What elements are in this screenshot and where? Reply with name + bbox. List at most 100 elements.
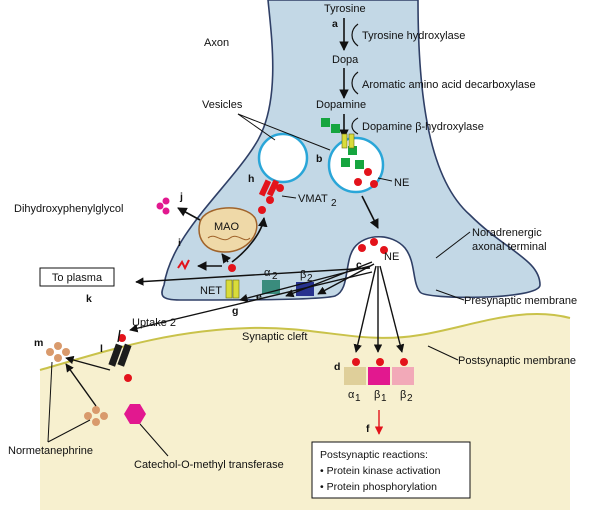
alpha1-post-subscript: 1 bbox=[355, 393, 361, 404]
mao-product-squiggle bbox=[177, 259, 190, 271]
normetanephrine-pointer-1 bbox=[47, 361, 53, 443]
vmat2-transporter bbox=[266, 179, 280, 197]
normetanephrine-pointer-2 bbox=[47, 419, 91, 443]
ne-dot bbox=[118, 334, 126, 342]
ne-dot bbox=[370, 180, 378, 188]
dhpg-dot bbox=[156, 202, 164, 210]
ne-dot bbox=[266, 196, 274, 204]
letter-i: i bbox=[178, 237, 181, 249]
mao-cristae bbox=[207, 235, 251, 241]
vmat-transporter-right bbox=[348, 133, 355, 149]
letter-k: k bbox=[86, 293, 92, 305]
ne-dot bbox=[258, 206, 266, 214]
curve-aadc bbox=[351, 71, 359, 95]
arrow-ne-to-beta2-post bbox=[379, 265, 405, 353]
ne-dot bbox=[354, 178, 362, 186]
arrow-to-normetanephrine-top bbox=[65, 363, 97, 407]
letter-f: f bbox=[366, 423, 370, 435]
vmat2-pointer bbox=[281, 195, 297, 199]
net-transporter bbox=[225, 279, 233, 299]
postsynaptic-reactions-title: Postsynaptic reactions: bbox=[320, 449, 428, 461]
terminal-label-line2: axonal terminal bbox=[472, 241, 547, 253]
beta2-postsynaptic-receptor bbox=[392, 367, 414, 385]
letter-b: b bbox=[316, 153, 322, 165]
alpha2-label: α bbox=[264, 267, 271, 279]
letter-j: j bbox=[179, 191, 183, 203]
uptake2-transporter bbox=[108, 343, 123, 367]
ne-dot bbox=[352, 358, 360, 366]
letter-a: a bbox=[332, 18, 338, 30]
ne-vesicle-pointer bbox=[377, 177, 393, 182]
postsynaptic-reactions-item-1: • Protein kinase activation bbox=[320, 465, 441, 477]
terminal-label-pointer bbox=[435, 231, 471, 259]
dopamine-square bbox=[321, 118, 330, 127]
arrow-uptake2-out bbox=[65, 355, 111, 371]
vmat2-subscript: 2 bbox=[331, 198, 337, 209]
dopamine-square bbox=[341, 158, 350, 167]
arrow-ne-to-mao bbox=[221, 253, 232, 264]
dopamine-square bbox=[331, 124, 340, 133]
net-transporter bbox=[232, 279, 240, 299]
alpha1-post-label: α bbox=[348, 389, 355, 401]
postsynaptic-membrane-line bbox=[39, 312, 571, 371]
presynaptic-membrane-pointer bbox=[435, 289, 465, 301]
vesicles-pointer-right bbox=[237, 113, 331, 151]
ne-dot bbox=[358, 244, 366, 252]
beta1-postsynaptic-receptor bbox=[368, 367, 390, 385]
arrow-ne-to-alpha2 bbox=[285, 261, 373, 298]
letter-d: d bbox=[334, 361, 340, 373]
ne-dot bbox=[400, 358, 408, 366]
arrow-uptake2-in bbox=[117, 329, 121, 343]
dhpg-dot bbox=[162, 207, 170, 215]
vmat2-transporter bbox=[258, 179, 272, 197]
curve-dbh bbox=[351, 117, 359, 135]
terminal-label-line1: Noradrenergic bbox=[472, 227, 542, 239]
comt-pointer bbox=[139, 423, 169, 457]
postsynaptic-membrane-pointer bbox=[427, 345, 459, 361]
arrow-ne-to-uptake2 bbox=[129, 271, 373, 333]
dhpg-label: Dihydroxyphenylglycol bbox=[14, 203, 123, 215]
alpha2-subscript: 2 bbox=[272, 271, 278, 282]
ne-dot bbox=[380, 246, 388, 254]
arrow-ne-to-plasma bbox=[135, 267, 371, 286]
ne-dot bbox=[276, 184, 284, 192]
curve-tyrosine-hydroxylase bbox=[351, 23, 359, 47]
normetanephrine-label: Normetanephrine bbox=[8, 445, 93, 457]
normetanephrine-dot bbox=[100, 412, 108, 420]
arrow-ne-to-vesicle bbox=[231, 217, 268, 263]
ne-dot bbox=[364, 168, 372, 176]
to-plasma-box bbox=[39, 267, 115, 287]
normetanephrine-dot bbox=[62, 348, 70, 356]
dhpg-dot bbox=[162, 197, 170, 205]
beta2-pre-label: β bbox=[300, 269, 306, 281]
letter-l: l bbox=[100, 343, 103, 355]
ne-dot bbox=[370, 238, 378, 246]
ne-dot bbox=[376, 358, 384, 366]
beta1-post-subscript: 1 bbox=[381, 393, 387, 404]
axon-label: Axon bbox=[204, 37, 229, 49]
letter-e: e bbox=[256, 291, 262, 303]
tyrosine-label: Tyrosine bbox=[324, 3, 366, 15]
vesicles-pointer-left bbox=[237, 113, 276, 141]
dopa-label: Dopa bbox=[332, 54, 359, 66]
aadc-label: Aromatic amino acid decarboxylase bbox=[362, 79, 536, 91]
ne-dot bbox=[228, 264, 236, 272]
vmat-transporter-right bbox=[341, 133, 348, 149]
normetanephrine-dot bbox=[92, 406, 100, 414]
vmat2-label: VMAT bbox=[298, 193, 328, 205]
dopamine-label: Dopamine bbox=[316, 99, 366, 111]
ne-dot bbox=[124, 374, 132, 382]
dopamine-square bbox=[348, 146, 357, 155]
letter-m: m bbox=[34, 337, 43, 349]
normetanephrine-dot bbox=[54, 354, 62, 362]
normetanephrine-dot bbox=[54, 342, 62, 350]
comt-hexagon bbox=[124, 404, 146, 424]
postsynaptic-region bbox=[40, 313, 570, 510]
dopamine-square bbox=[355, 160, 364, 169]
dbh-label: Dopamine β-hydroxylase bbox=[362, 121, 484, 133]
beta1-post-label: β bbox=[374, 389, 380, 401]
ne-cleft-label: NE bbox=[384, 251, 399, 263]
beta2-post-subscript: 2 bbox=[407, 393, 413, 404]
letter-h: h bbox=[248, 173, 254, 185]
